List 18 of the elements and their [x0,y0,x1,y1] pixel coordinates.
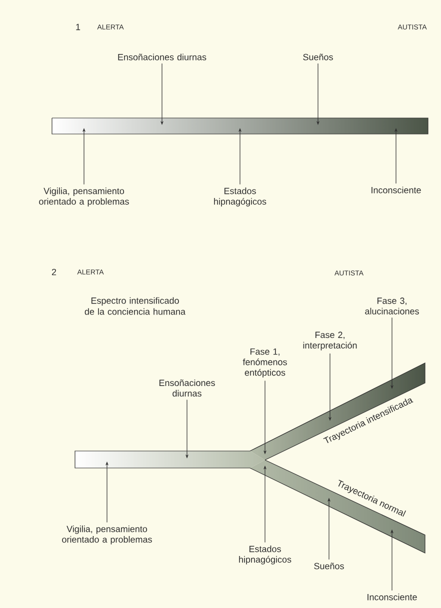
band [74,450,250,468]
panel-number: 2 [52,268,56,276]
state-label: Inconsciente [372,186,421,194]
state-label: Fase 1, fenómenos entópticos [242,348,287,378]
state-label: Vigilia, pensamiento orientado a problemas [39,188,129,206]
state-label: Ensoñaciones diurnas [118,54,206,60]
panel-number: 1 [76,24,80,30]
panel-heading: Espectro intensificado de la conciencia humana [84,297,186,315]
state-label: Inconsciente [368,594,417,600]
state-label: Estados hipnagógicos [239,546,292,564]
state-label: Sueños [303,54,333,60]
state-label: Fase 2, interpretación [303,332,357,350]
state-label: Ensoñaciones diurnas [159,379,215,397]
state-label: Fase 3, alucinaciones [365,298,419,314]
state-label: Vigilia, pensamiento orientado a problemas [62,526,152,544]
state-label: Sueños [314,562,344,570]
band [52,118,428,134]
state-label: Estados hipnagógicos [214,188,266,206]
